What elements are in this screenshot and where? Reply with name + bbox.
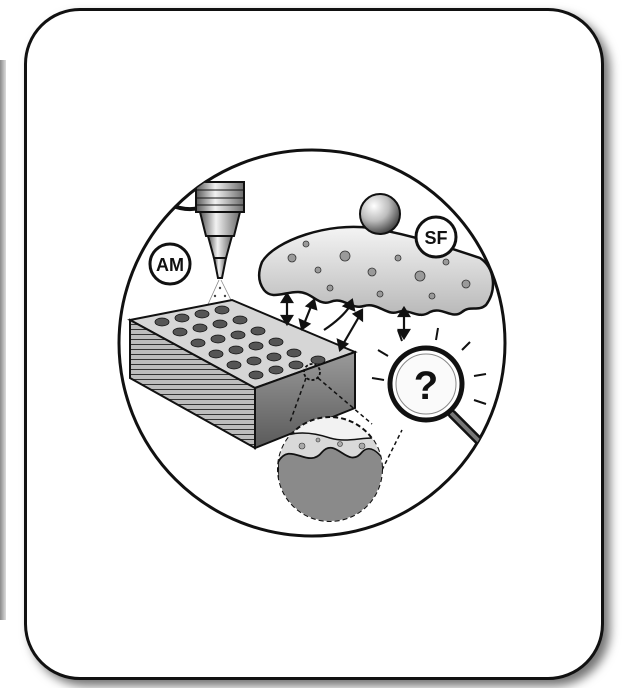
badge-am-label: AM bbox=[156, 255, 184, 275]
badge-sf-label: SF bbox=[424, 228, 447, 248]
droplet-sphere-icon bbox=[360, 194, 400, 234]
badge-sf: SF bbox=[416, 217, 456, 257]
question-mark: ? bbox=[414, 364, 438, 408]
badge-am: AM bbox=[150, 244, 190, 284]
